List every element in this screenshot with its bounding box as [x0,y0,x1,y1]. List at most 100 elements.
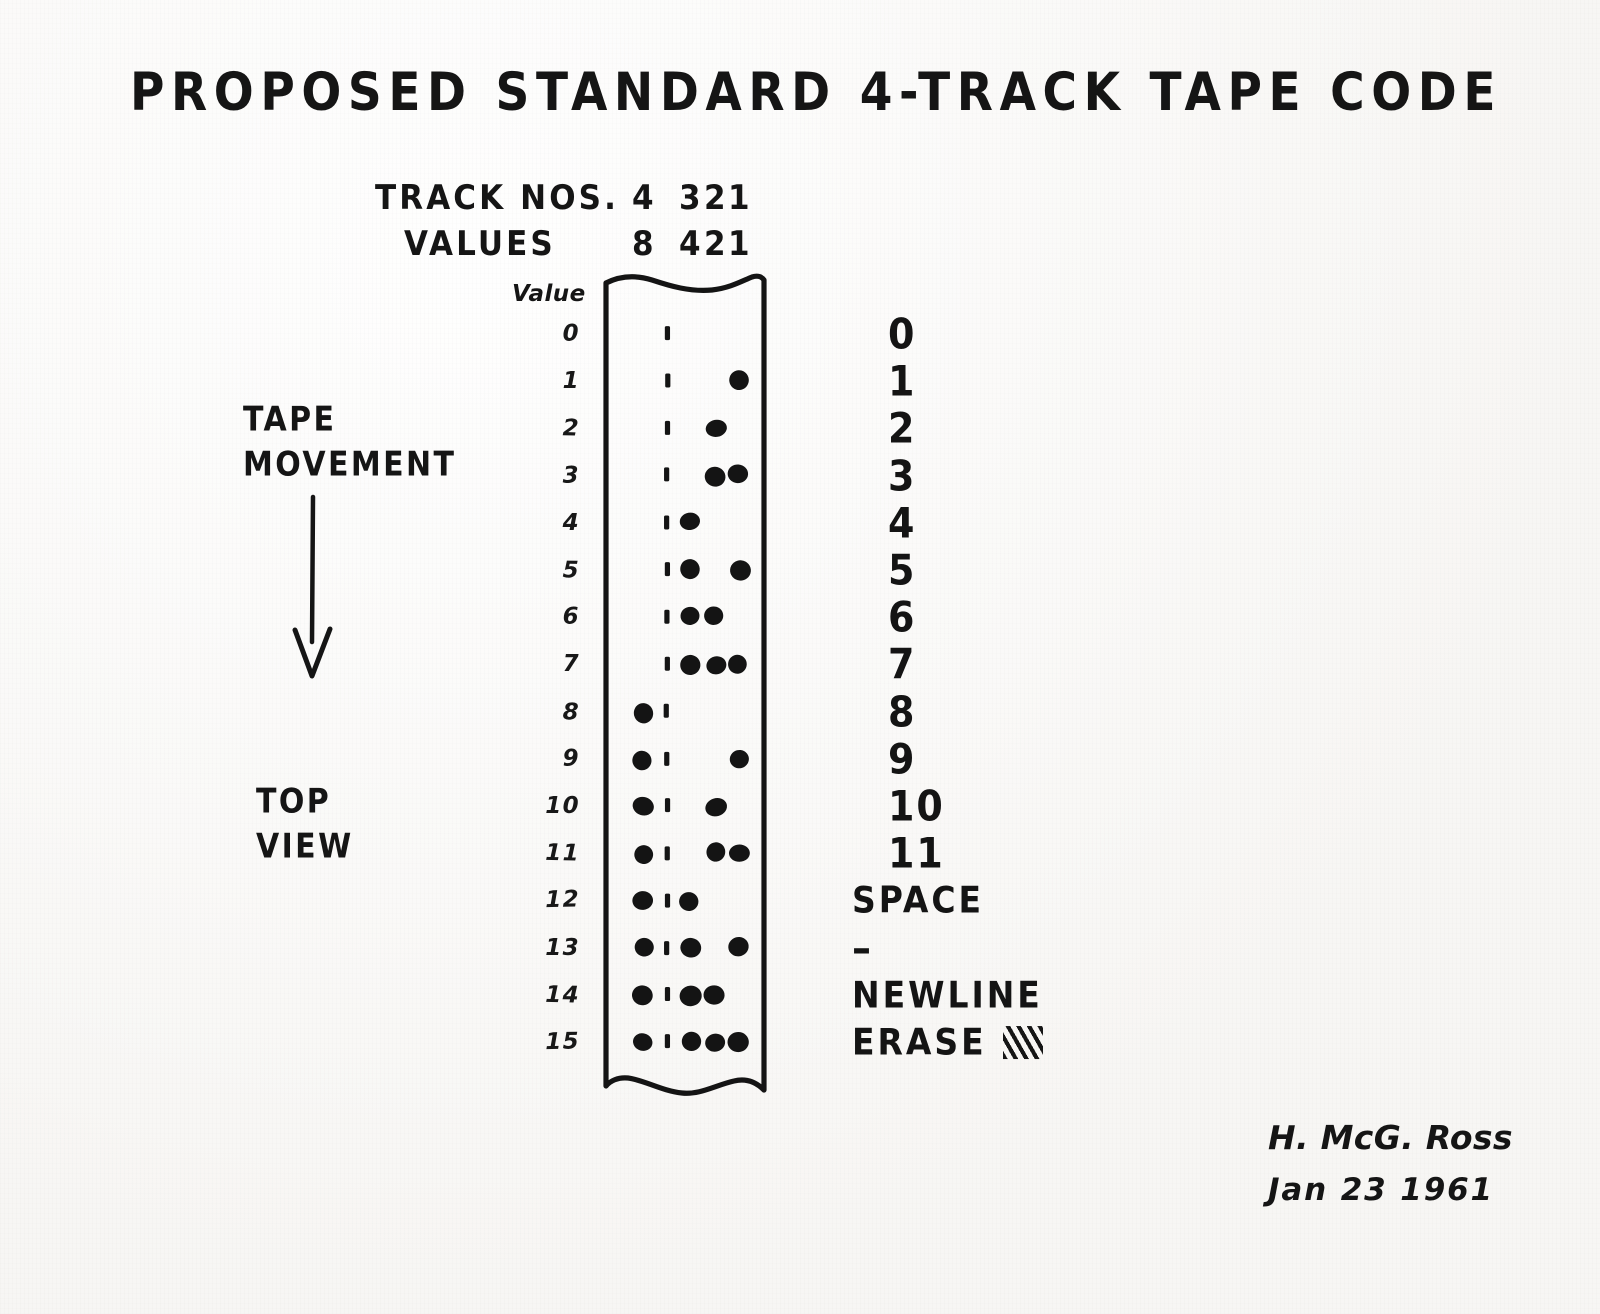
data-hole-track-1 [728,654,747,674]
meaning-label: Erase [852,1020,1043,1064]
value-column-header: Value [512,281,586,307]
signature: H. McG. Ross [1268,1118,1513,1157]
sprocket-hole [664,609,670,624]
sprocket-hole [664,326,671,341]
value-number: 13 [545,934,580,961]
track-values-label: Values [404,224,556,264]
sprocket-hole [664,1034,671,1049]
data-hole-track-1 [727,464,749,484]
sprocket-hole [664,893,671,908]
data-hole-track-4 [631,985,653,1006]
data-hole-track-2 [705,419,727,437]
meaning-label: 6 [888,593,916,641]
data-hole-track-1 [727,1031,749,1053]
data-hole-track-2 [706,842,726,862]
tape-movement-line-1: Tape [243,400,337,440]
meaning-label: 7 [888,640,916,688]
meaning-label-text: – [852,923,873,972]
down-arrow-icon [292,494,333,679]
data-hole-track-4 [633,1033,653,1051]
track-numbers-label: Track Nos. [375,178,619,218]
tape-movement-note: Tape Movement [243,398,456,487]
meaning-label-text: 9 [888,734,917,783]
top-view-line-2: View [256,826,354,866]
meaning-label-text: 5 [888,545,917,595]
signature-date: Jan 23 1961 [1268,1172,1494,1208]
value-number: 1 [562,368,580,395]
meaning-label-text: 3 [888,451,917,500]
meaning-label: 1 [888,357,916,405]
data-hole-track-4 [632,750,652,771]
sprocket-hole [664,798,671,813]
track-bit-1: 1 [728,224,752,264]
data-hole-track-3 [680,559,700,580]
sprocket-hole [664,515,670,530]
data-hole-track-1 [729,370,749,391]
data-hole-track-4 [632,891,654,910]
sprocket-hole [664,656,670,671]
meaning-label: 8 [888,687,916,735]
meaning-label-text: Newline [852,973,1043,1017]
track-bit-3: 3 [679,178,703,218]
meaning-label: 5 [888,546,916,594]
value-number: 4 [562,509,580,536]
meaning-label-text: Erase [852,1020,987,1064]
meaning-label-text: 0 [888,309,917,359]
track-bit-3: 4 [679,224,703,264]
track-bit-4: 4 [632,178,656,218]
data-hole-track-2 [706,656,727,675]
sprocket-hole [663,703,669,718]
sprocket-hole [664,562,671,577]
meaning-label-text: 4 [888,498,917,547]
sprocket-hole [664,420,671,435]
data-hole-track-1 [730,560,751,581]
data-hole-track-3 [681,1031,702,1051]
meaning-label-text: 11 [888,828,945,878]
top-view-line-1: Top [256,782,332,822]
meaning-label-text: 8 [888,687,917,736]
sprocket-hole [664,846,670,861]
meaning-label-text: 2 [888,404,917,453]
track-bit-2: 2 [704,178,728,218]
meaning-label: 4 [888,499,916,547]
value-number: 10 [545,793,580,819]
erase-hatch-icon [1002,1026,1043,1060]
data-hole-track-3 [679,512,700,531]
data-hole-track-4 [632,796,654,816]
top-view-note: Top View [256,780,354,869]
sprocket-hole [664,987,671,1002]
data-hole-track-2 [703,985,725,1005]
page-title: PROPOSED STANDARD 4-TRACK TAPE CODE [130,62,1503,124]
value-number: 7 [562,651,580,678]
data-hole-track-3 [679,985,702,1007]
meaning-label: 9 [888,735,916,783]
data-hole-track-3 [680,654,701,676]
tape-hole-group [631,326,751,1053]
meaning-label: 10 [888,782,945,830]
meaning-label-text: 6 [888,592,917,642]
sprocket-hole [665,373,671,388]
meaning-label-text: Space [852,878,985,922]
data-hole-track-2 [705,798,728,817]
meaning-label: Space [852,879,984,922]
meaning-label: 2 [888,404,916,452]
track-bit-1: 1 [728,178,752,218]
data-hole-track-1 [729,749,749,769]
tape-movement-line-2: Movement [243,444,457,484]
meaning-label: – [852,923,873,971]
data-hole-track-3 [680,937,702,958]
meaning-label: 11 [888,829,945,877]
data-hole-track-1 [728,937,749,957]
meaning-label: 3 [888,451,916,499]
data-hole-track-4 [634,845,654,864]
data-hole-track-3 [679,892,699,911]
data-hole-track-1 [728,844,750,862]
data-hole-track-2 [705,1033,726,1052]
meaning-label: Newline [852,973,1043,1016]
data-hole-track-4 [633,703,654,724]
